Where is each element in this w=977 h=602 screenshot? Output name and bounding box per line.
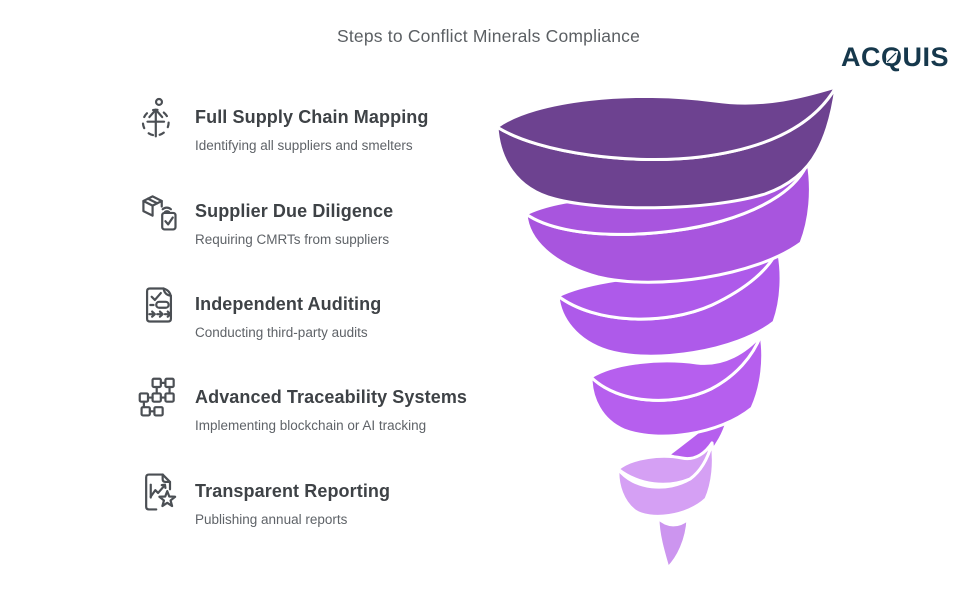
step-heading: Independent Auditing — [195, 294, 382, 314]
funnel-band5-back — [616, 441, 714, 486]
supplier-due-diligence-icon — [136, 190, 182, 236]
step-subtitle: Implementing blockchain or AI tracking — [195, 417, 427, 433]
independent-auditing-icon — [136, 283, 182, 329]
supply-chain-mapping-icon — [136, 96, 182, 142]
funnel-band1-back — [495, 85, 838, 162]
funnel-tip — [656, 516, 690, 570]
step-item-traceability-systems: Advanced Traceability Systems Implementi… — [136, 376, 556, 433]
step-subtitle: Conducting third-party audits — [195, 324, 368, 340]
traceability-systems-icon — [136, 376, 182, 422]
spiral-funnel-graphic — [495, 85, 838, 570]
step-heading: Transparent Reporting — [195, 481, 391, 501]
step-item-supply-chain-mapping: Full Supply Chain Mapping Identifying al… — [136, 96, 556, 153]
acquis-logo: ACQUIS — [841, 44, 949, 78]
step-subtitle: Identifying all suppliers and smelters — [195, 137, 413, 153]
leaf-icon — [885, 51, 898, 63]
funnel-band5-front — [616, 441, 715, 518]
step-subtitle: Publishing annual reports — [195, 511, 348, 527]
step-item-transparent-reporting: Transparent Reporting Publishing annual … — [136, 470, 556, 527]
step-item-supplier-due-diligence: Supplier Due Diligence Requiring CMRTs f… — [136, 190, 556, 247]
page-title: Steps to Conflict Minerals Compliance — [336, 26, 641, 46]
step-heading: Advanced Traceability Systems — [195, 387, 468, 407]
step-heading: Full Supply Chain Mapping — [195, 107, 429, 127]
step-item-independent-auditing: Independent Auditing Conducting third-pa… — [136, 283, 556, 340]
transparent-reporting-icon — [136, 470, 182, 516]
step-subtitle: Requiring CMRTs from suppliers — [195, 231, 390, 247]
funnel-band4-back — [589, 333, 763, 402]
step-heading: Supplier Due Diligence — [195, 201, 394, 221]
